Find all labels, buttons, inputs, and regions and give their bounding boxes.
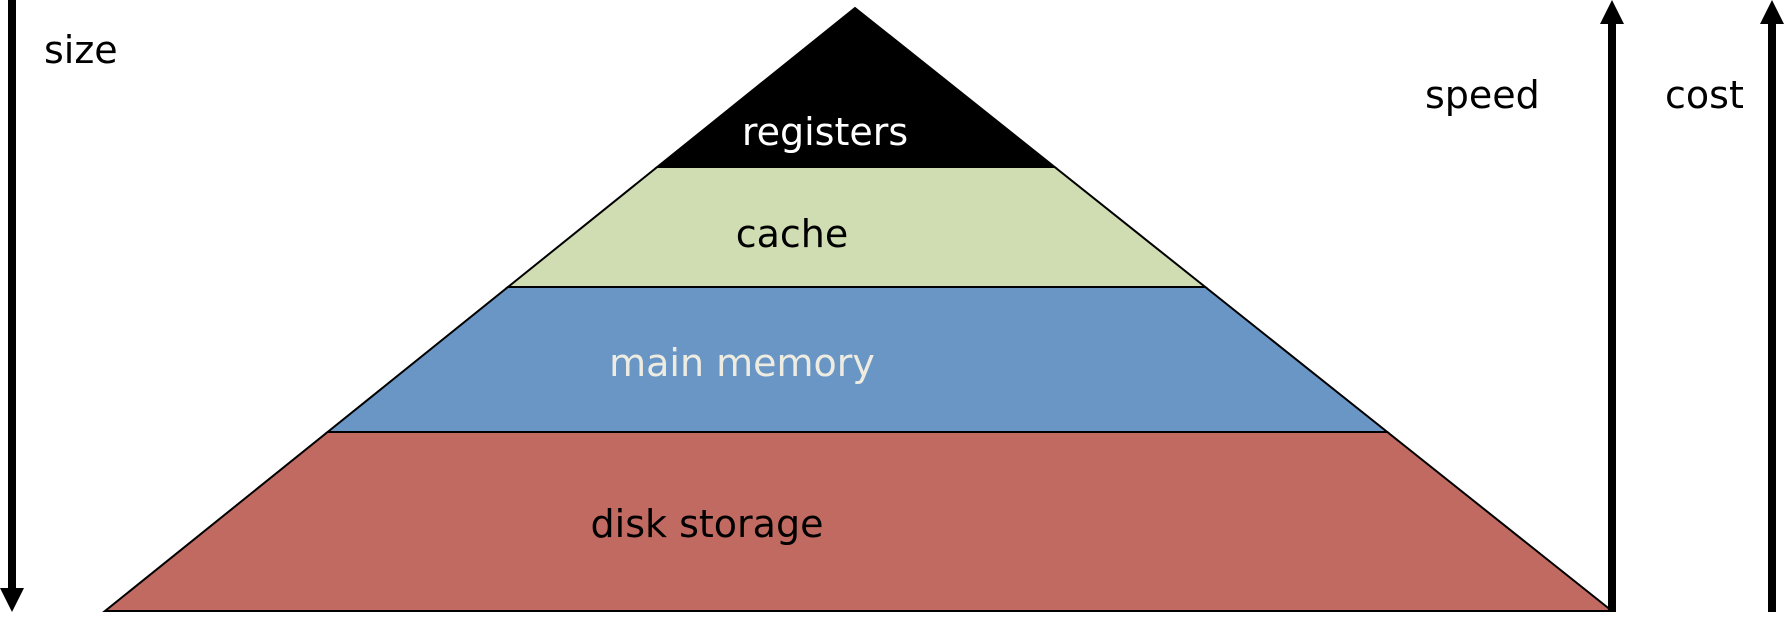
layer-label-main-memory: main memory (609, 341, 875, 385)
speed-axis: speed (1425, 0, 1624, 612)
cost-axis: cost (1665, 0, 1784, 612)
layer-cache (505, 166, 1209, 288)
speed-arrow-shaft (1608, 22, 1616, 612)
layer-disk-storage (102, 431, 1615, 612)
cost-label: cost (1665, 73, 1744, 117)
speed-label: speed (1425, 73, 1540, 117)
size-label: size (44, 28, 118, 72)
pyramid: registers cache main memory disk storage (102, 6, 1615, 612)
arrow-up-icon (1600, 0, 1624, 24)
layer-label-disk-storage: disk storage (591, 502, 824, 546)
arrow-up-icon (1760, 0, 1784, 24)
arrow-down-icon (0, 588, 24, 612)
size-axis: size (0, 0, 118, 612)
layer-label-registers: registers (742, 110, 908, 154)
size-arrow-shaft (8, 0, 16, 590)
layer-label-cache: cache (736, 212, 849, 256)
cost-arrow-shaft (1768, 22, 1776, 612)
